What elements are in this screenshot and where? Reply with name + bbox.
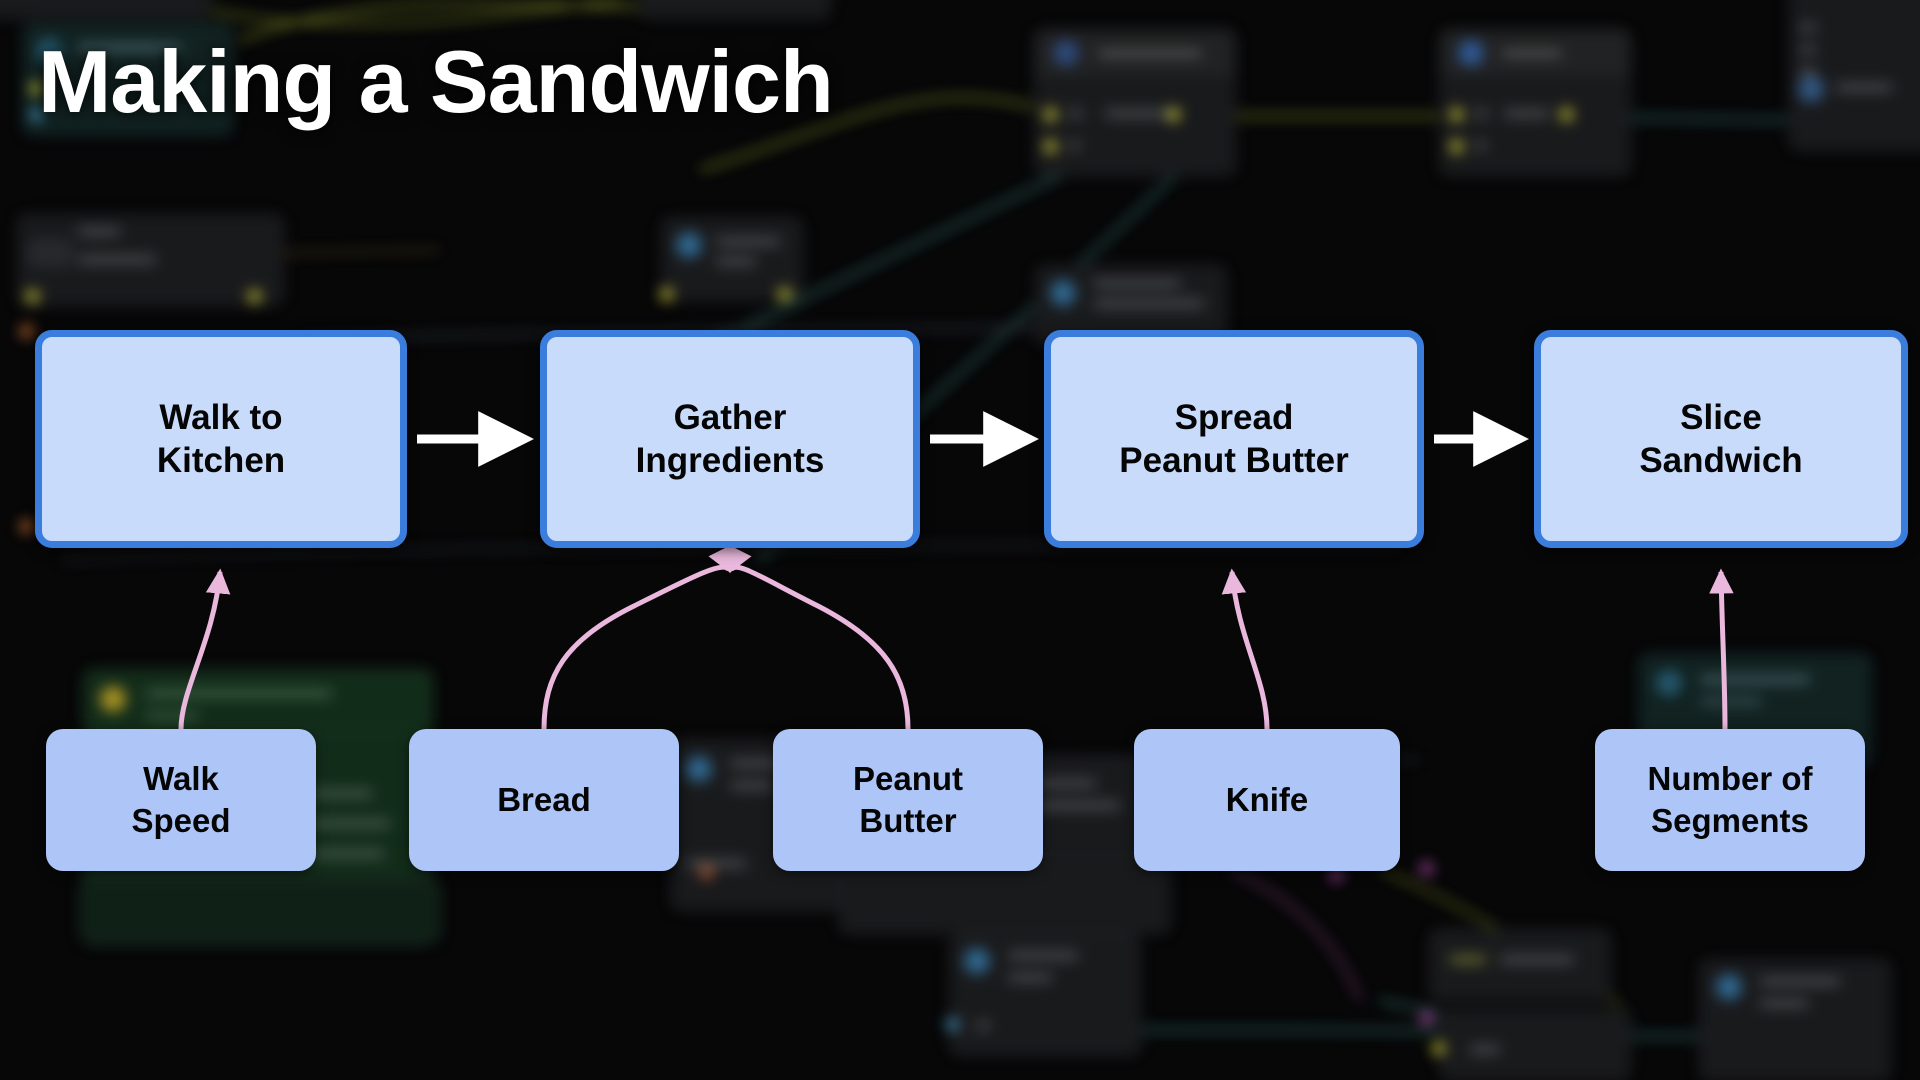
param-knife[interactable]: Knife [1134,729,1400,871]
param-wire-bread [541,545,732,730]
step-spread-peanut-butter[interactable]: Spread Peanut Butter [1044,330,1424,548]
param-label: Number of Segments [1647,760,1813,839]
page-title: Making a Sandwich [38,32,834,131]
step-gather-ingredients[interactable]: Gather Ingredients [540,330,920,548]
param-label: Walk Speed [131,760,231,839]
param-wire-peanut-butter [728,545,911,730]
step-label: Gather Ingredients [635,397,825,480]
param-wire-segments [1709,568,1734,730]
param-peanut-butter[interactable]: Peanut Butter [773,729,1043,871]
step-walk-to-kitchen[interactable]: Walk to Kitchen [35,330,407,548]
param-label: Peanut Butter [852,760,964,839]
step-label: Spread Peanut Butter [1119,397,1349,480]
param-walk-speed[interactable]: Walk Speed [46,729,316,871]
param-wire-knife [1221,568,1270,730]
param-wire-walk-speed [178,568,231,730]
step-label: Slice Sandwich [1639,397,1803,480]
step-label: Walk to Kitchen [156,397,286,480]
param-label: Knife [1225,781,1309,819]
param-bread[interactable]: Bread [409,729,679,871]
param-label: Bread [497,781,591,819]
param-number-of-segments[interactable]: Number of Segments [1595,729,1865,871]
step-slice-sandwich[interactable]: Slice Sandwich [1534,330,1908,548]
